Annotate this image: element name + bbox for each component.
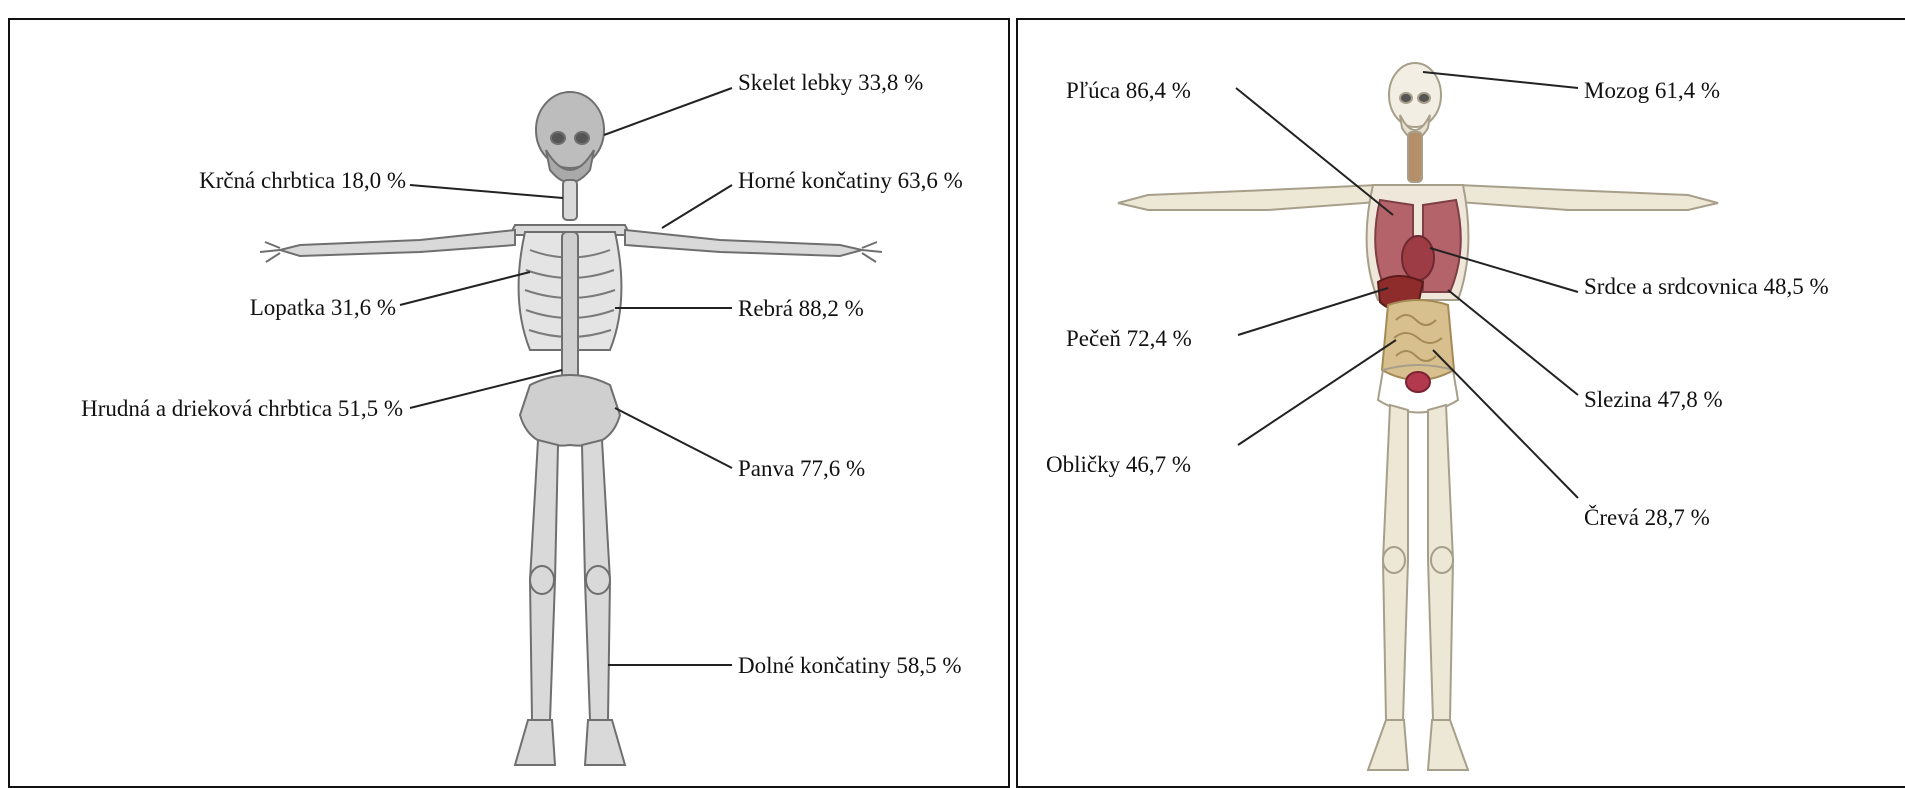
label-spleen: Slezina 47,8 % [1584,387,1723,413]
left-arm [280,230,515,256]
label-skull: Skelet lebky 33,8 % [738,70,923,96]
right-foot [585,720,625,765]
label-thoracolumbar-spine: Hrudná a drieková chrbtica 51,5 % [81,396,403,422]
label-pelvis: Panva 77,6 % [738,456,865,482]
leader-liver [1238,288,1388,335]
leader-skull [604,88,732,135]
label-lower-limbs: Dolné končatiny 58,5 % [738,653,962,679]
skeleton-panel: Skelet lebky 33,8 % Krčná chrbtica 18,0 … [8,18,1010,788]
leader-pelvis [615,408,732,468]
label-lungs: Pľúca 86,4 % [1066,78,1191,104]
label-cervical-spine: Krčná chrbtica 18,0 % [199,168,406,194]
neck [1408,132,1422,182]
leader-intestines [1433,350,1578,498]
skull [536,92,604,168]
thoracolumbar-spine [562,232,578,392]
left-arm [1118,185,1378,210]
label-kidneys: Obličky 46,7 % [1046,452,1191,478]
organs-panel: Pľúca 86,4 % Mozog 61,4 % Srdce a srdcov… [1016,18,1905,788]
leader-kidneys [1238,340,1396,445]
label-heart: Srdce a srdcovnica 48,5 % [1584,274,1829,300]
leader-cervical [410,185,563,198]
right-arm [1458,185,1718,210]
label-brain: Mozog 61,4 % [1584,78,1720,104]
label-ribs: Rebrá 88,2 % [738,296,864,322]
kidney [1406,372,1430,392]
leader-spleen [1448,290,1578,395]
leader-scapula [400,272,530,305]
pelvis [520,375,620,446]
label-liver: Pečeň 72,4 % [1066,326,1192,352]
leader-brain [1423,72,1578,88]
heart [1402,236,1434,280]
leader-upper-limbs [662,185,732,228]
right-arm [625,230,862,256]
label-intestines: Črevá 28,7 % [1584,505,1710,531]
cervical-spine [563,180,577,220]
label-scapula: Lopatka 31,6 % [250,295,396,321]
left-foot [515,720,555,765]
organs-illustration [1018,20,1905,788]
label-upper-limbs: Horné končatiny 63,6 % [738,168,963,194]
